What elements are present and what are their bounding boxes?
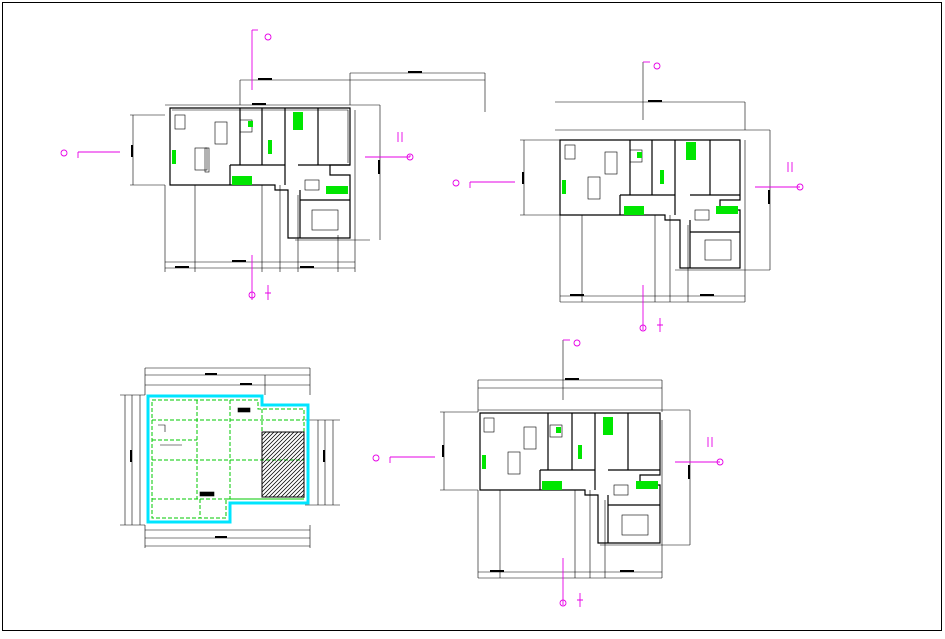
walls	[559, 139, 741, 269]
hatch-line	[261, 445, 305, 489]
hatch-line	[268, 461, 305, 498]
hatch-line	[261, 431, 267, 437]
furniture	[564, 144, 732, 261]
hatch-line	[280, 473, 305, 498]
floor-plan-2	[452, 61, 804, 332]
furniture	[483, 417, 649, 536]
hatch-line	[261, 433, 305, 477]
hatch-line	[296, 489, 305, 498]
hatch-line	[261, 431, 279, 449]
hatch-line	[276, 469, 305, 498]
hatch-line	[261, 453, 305, 497]
hatch-line	[300, 493, 305, 498]
dimension-lines	[520, 62, 771, 303]
hatch-line	[261, 431, 291, 461]
dimension-ticks	[130, 373, 325, 538]
slab-outline	[146, 394, 310, 524]
sheet-border	[2, 2, 942, 631]
walls	[479, 412, 661, 544]
floor-plan-1	[60, 29, 486, 300]
hatch-line	[261, 431, 271, 441]
foundation-notes	[158, 407, 251, 497]
hatch-line	[292, 485, 305, 498]
hatch-line	[288, 481, 305, 498]
hatch-line	[261, 431, 275, 445]
hatch-line	[261, 431, 303, 473]
footing-grid	[151, 399, 305, 519]
dimension-lines	[130, 72, 486, 272]
foundation-plan	[120, 367, 340, 548]
hatch-line	[261, 449, 305, 493]
fixtures	[482, 417, 658, 490]
hatch-line	[261, 437, 305, 481]
section-markers	[60, 29, 414, 300]
hatch-line	[261, 431, 287, 457]
dimension-ticks	[131, 71, 422, 268]
hatch-line	[261, 431, 299, 469]
hatch-line	[261, 441, 305, 485]
walls	[169, 107, 351, 239]
floor-plan-3	[372, 339, 724, 607]
furniture	[174, 114, 339, 231]
hatch-line	[284, 477, 305, 498]
hatch-line	[264, 457, 305, 498]
section-markers	[452, 61, 804, 332]
section-markers	[372, 339, 724, 607]
fixtures	[172, 112, 348, 194]
fixtures	[562, 142, 738, 215]
hatch-line	[261, 431, 295, 465]
dimension-ticks	[442, 378, 690, 572]
hatch-line	[261, 431, 283, 453]
hatch-line	[272, 465, 305, 498]
dimension-ticks	[522, 100, 770, 296]
dimension-lines	[440, 340, 691, 579]
hatched-garage-slab	[261, 431, 305, 498]
